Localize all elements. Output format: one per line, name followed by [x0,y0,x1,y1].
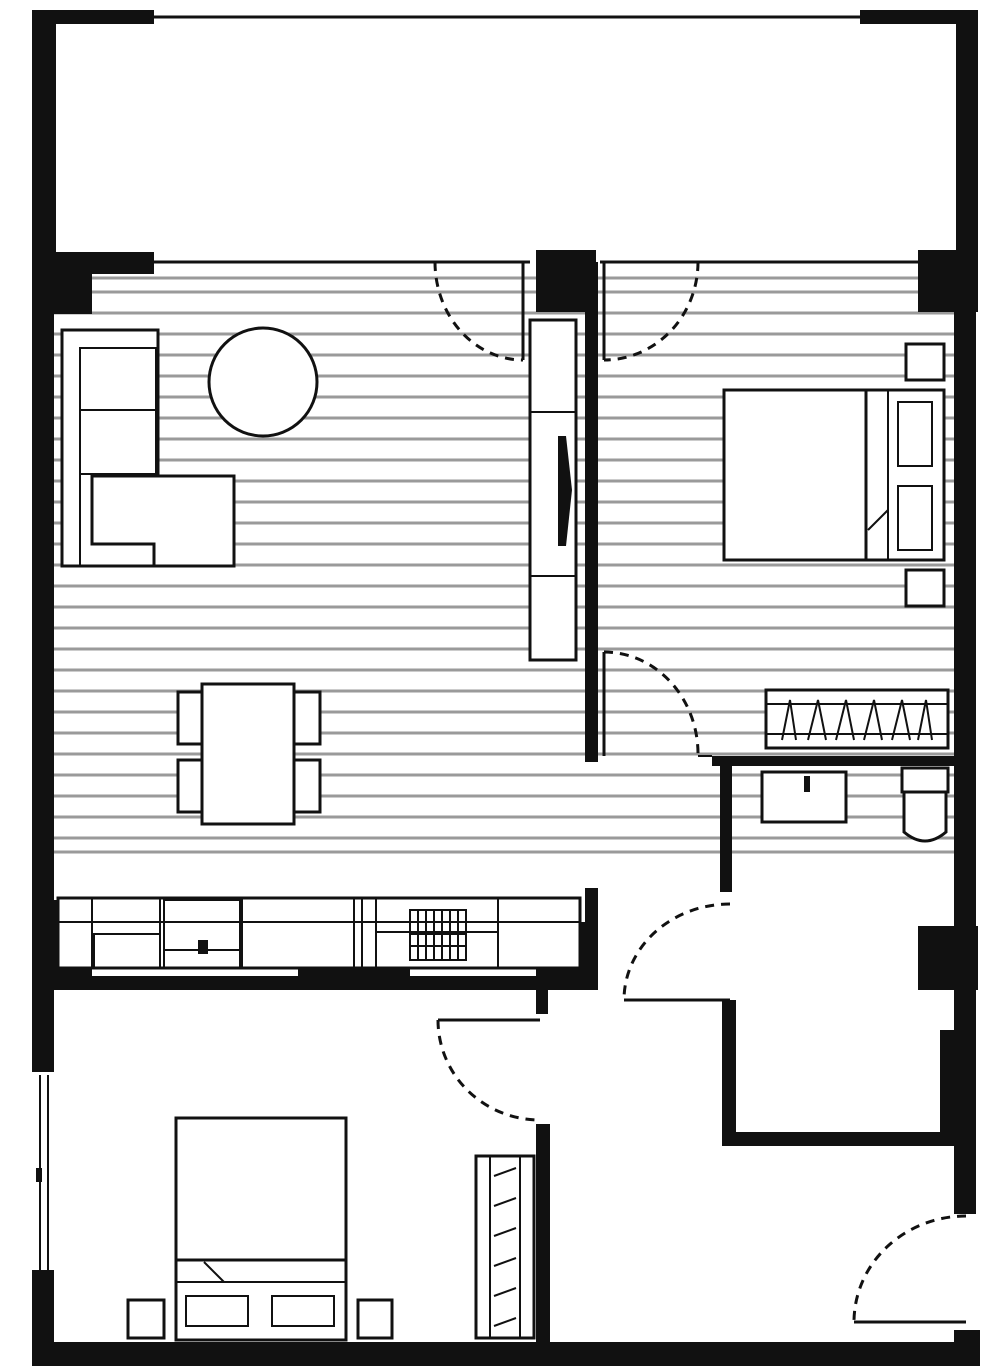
wardrobe-bottom [474,1154,536,1340]
balcony [32,10,978,265]
nightstand-right-bottom [904,568,946,608]
outer-walls [32,250,980,1366]
nightstand-bottom-left [126,1298,166,1340]
doors [433,261,967,1324]
toilet [900,766,950,843]
media-cabinet [528,318,578,662]
sofa [60,328,236,568]
dish-drainer [409,909,467,961]
nightstand-bottom-right [356,1298,394,1340]
double-bed-right [722,388,946,562]
kitchen-counter [56,896,582,970]
double-bed-bottom [174,1116,348,1342]
wardrobe-right [764,688,950,750]
nightstand-right-top [904,342,946,382]
coffee-table [207,326,319,438]
bathroom-sink [760,770,848,824]
bedroom-window [36,1075,49,1270]
dining-set [176,682,322,826]
interior-walls [38,262,978,1344]
